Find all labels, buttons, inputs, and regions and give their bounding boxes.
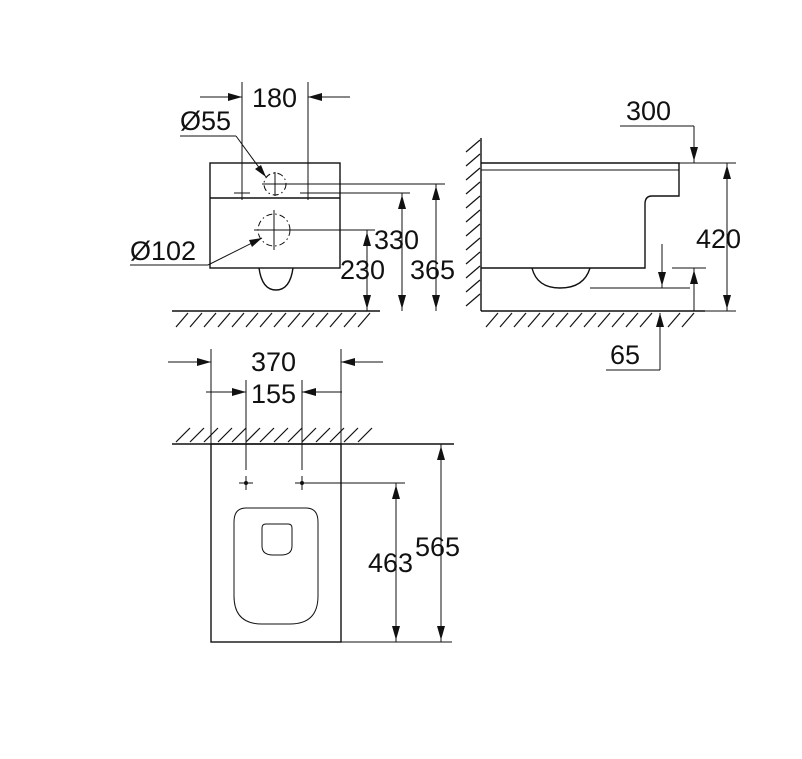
dim-330-label: 330 xyxy=(374,225,419,255)
dim-330 xyxy=(398,193,406,311)
dim-300 xyxy=(620,125,698,163)
dim-155 xyxy=(206,380,342,470)
side-toilet-body xyxy=(481,162,690,289)
dim-365-label: 365 xyxy=(410,255,455,285)
dim-565 xyxy=(341,443,454,642)
front-floor xyxy=(172,310,380,328)
front-outlet-marks xyxy=(254,210,294,250)
dim-o55-label: Ø55 xyxy=(180,106,231,136)
dim-365 xyxy=(432,184,440,311)
side-floor xyxy=(481,310,705,328)
dim-463 xyxy=(392,483,400,642)
dim-420-label: 420 xyxy=(696,224,741,254)
dim-180-label: 180 xyxy=(252,83,297,113)
dim-370 xyxy=(168,349,383,444)
side-wall xyxy=(465,138,482,311)
dim-230-label: 230 xyxy=(340,255,385,285)
dim-370-label: 370 xyxy=(251,347,296,377)
dim-o102-label: Ø102 xyxy=(130,236,196,266)
dim-300-label: 300 xyxy=(626,96,671,126)
dim-65 xyxy=(606,313,664,371)
front-inlet-marks xyxy=(234,172,316,200)
dim-420 xyxy=(679,162,736,312)
dim-565-label: 565 xyxy=(415,532,460,562)
side-view: 300 420 65 xyxy=(465,96,741,371)
dim-155-label: 155 xyxy=(251,379,296,409)
dim-230 xyxy=(363,230,371,311)
dim-180 xyxy=(200,82,350,198)
front-view: 180 Ø55 Ø102 230 330 xyxy=(130,82,455,328)
top-view: 370 155 463 565 xyxy=(168,347,460,643)
dim-65-label: 65 xyxy=(610,340,640,370)
top-wall xyxy=(172,427,454,445)
front-toilet-body xyxy=(209,162,341,291)
dim-463-label: 463 xyxy=(368,548,413,578)
